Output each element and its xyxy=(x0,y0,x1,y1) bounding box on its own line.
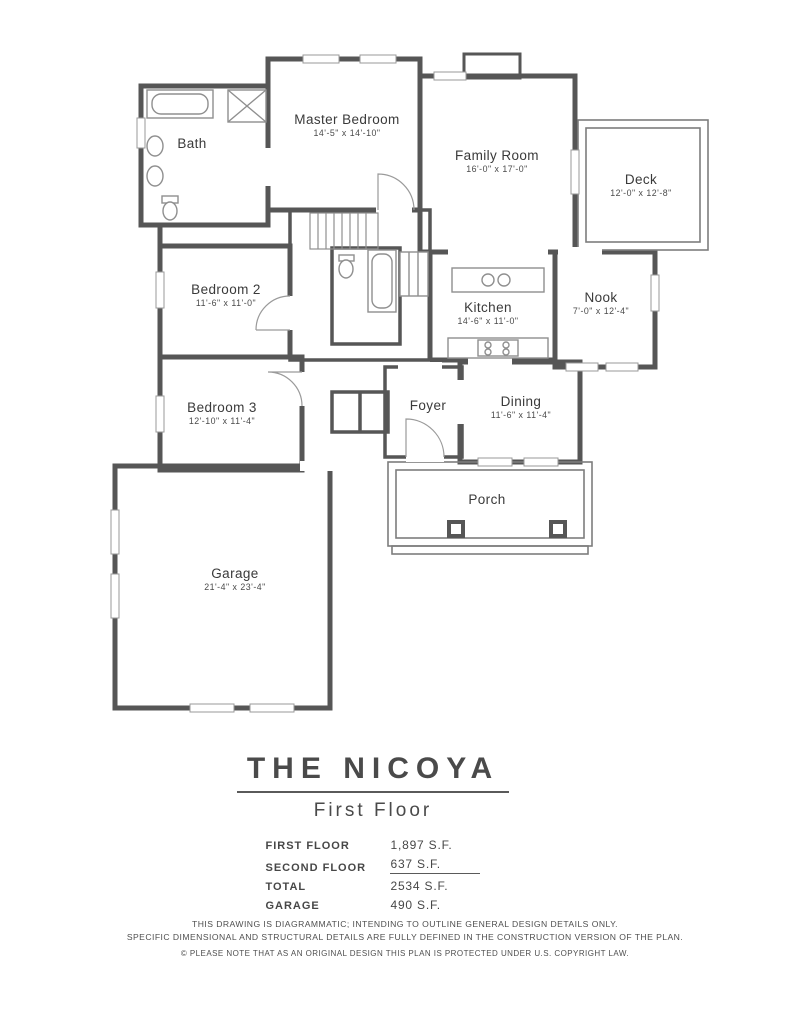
room-name: Porch xyxy=(468,492,506,507)
room-label-family-room: Family Room 16'-0" x 17'-0" xyxy=(455,148,539,175)
title-block: THE NICOYA First Floor FIRST FLOOR 1,897… xyxy=(0,752,810,917)
room-name: Kitchen xyxy=(464,300,512,315)
room-name: Dining xyxy=(500,394,542,409)
bathtub-inner xyxy=(371,253,393,309)
area-row-total: TOTAL 2534 S.F. xyxy=(265,879,480,893)
room-dims: 11'-6" x 11'-4" xyxy=(490,410,552,421)
room-label-bath: Bath xyxy=(177,136,206,151)
room-dims: 14'-6" x 11'-0" xyxy=(457,316,519,327)
room-label-garage: Garage 21'-4" x 23'-4" xyxy=(204,566,266,593)
room-label-kitchen: Kitchen 14'-6" x 11'-0" xyxy=(458,300,519,327)
room-label-bedroom-2: Bedroom 2 11'-6" x 11'-0" xyxy=(191,282,261,309)
bedroom2-door xyxy=(255,295,291,331)
stove xyxy=(477,339,519,357)
porch xyxy=(387,461,593,555)
porch-columns xyxy=(447,520,567,538)
pantry xyxy=(399,251,429,297)
doors xyxy=(255,173,445,462)
bedroom3-door xyxy=(267,371,303,407)
room-name: Deck xyxy=(624,172,658,187)
island-sink xyxy=(497,273,511,287)
room-name: Foyer xyxy=(409,398,447,413)
room-dims: 12'-10" x 11'-4" xyxy=(188,416,256,427)
room-dims: 12'-0" x 12'-8" xyxy=(610,188,672,199)
room-name: Nook xyxy=(584,290,618,305)
room-dims: 21'-4" x 23'-4" xyxy=(204,582,266,593)
deck-door xyxy=(570,149,580,195)
disclaimer-line-1: THIS DRAWING IS DIAGRAMMATIC; INTENDING … xyxy=(192,919,618,929)
area-table: FIRST FLOOR 1,897 S.F. SECOND FLOOR 637 … xyxy=(265,838,481,912)
room-dims: 7'-0" x 12'-4" xyxy=(572,306,630,317)
area-label: SECOND FLOOR xyxy=(265,862,367,874)
island-sink xyxy=(481,273,495,287)
floor-plan: Bath Master Bedroom 14'-5" x 14'-10" Fam… xyxy=(110,52,709,713)
room-dims: 16'-0" x 17'-0" xyxy=(466,164,528,175)
hall-walls xyxy=(288,208,432,362)
area-value: 1,897 S.F. xyxy=(390,838,453,852)
area-label: GARAGE xyxy=(265,900,320,912)
disclaimer-footer: THIS DRAWING IS DIAGRAMMATIC; INTENDING … xyxy=(0,918,810,960)
room-dims: 14'-5" x 14'-10" xyxy=(313,128,381,139)
room-label-master-bedroom: Master Bedroom 14'-5" x 14'-10" xyxy=(292,112,402,139)
room-label-nook: Nook 7'-0" x 12'-4" xyxy=(573,290,629,317)
area-value: 2534 S.F. xyxy=(390,879,449,893)
stairs xyxy=(309,212,379,250)
fixtures xyxy=(146,89,549,359)
bathtub-inner xyxy=(151,93,209,115)
wall-openings xyxy=(263,148,602,471)
room-label-foyer: Foyer xyxy=(410,398,447,413)
windows xyxy=(110,54,660,713)
sink xyxy=(146,135,164,157)
room-label-bedroom-3: Bedroom 3 12'-10" x 11'-4" xyxy=(187,400,257,427)
area-row-first-floor: FIRST FLOOR 1,897 S.F. xyxy=(265,838,480,852)
front-door xyxy=(405,418,445,458)
plan-title: THE NICOYA xyxy=(236,752,510,793)
area-value: 637 S.F. xyxy=(390,857,481,874)
plan-subtitle: First Floor xyxy=(313,800,433,821)
master-door xyxy=(377,173,415,211)
room-dims: 11'-6" x 11'-0" xyxy=(195,298,257,309)
disclaimer-line-2: SPECIFIC DIMENSIONAL AND STRUCTURAL DETA… xyxy=(126,932,684,943)
room-name: Garage xyxy=(211,566,259,581)
room-label-porch: Porch xyxy=(468,492,505,507)
room-name: Bedroom 2 xyxy=(191,282,261,297)
room-name: Bedroom 3 xyxy=(187,400,257,415)
area-row-garage: GARAGE 490 S.F. xyxy=(265,898,480,912)
chimney xyxy=(462,52,522,80)
area-label: FIRST FLOOR xyxy=(265,840,350,852)
room-label-deck: Deck 12'-0" x 12'-8" xyxy=(610,172,672,199)
copyright-line: © PLEASE NOTE THAT AS AN ORIGINAL DESIGN… xyxy=(180,948,630,958)
area-label: TOTAL xyxy=(265,881,307,893)
room-name: Master Bedroom xyxy=(294,112,400,127)
sink xyxy=(146,165,164,187)
floor-plan-drawing xyxy=(110,52,709,713)
toilet xyxy=(338,259,354,279)
room-name: Bath xyxy=(177,136,207,151)
toilet xyxy=(162,201,178,221)
area-row-second-floor: SECOND FLOOR 637 S.F. xyxy=(265,857,481,874)
room-label-dining: Dining 11'-6" x 11'-4" xyxy=(491,394,551,421)
room-name: Family Room xyxy=(455,148,539,163)
area-value: 490 S.F. xyxy=(390,898,441,912)
